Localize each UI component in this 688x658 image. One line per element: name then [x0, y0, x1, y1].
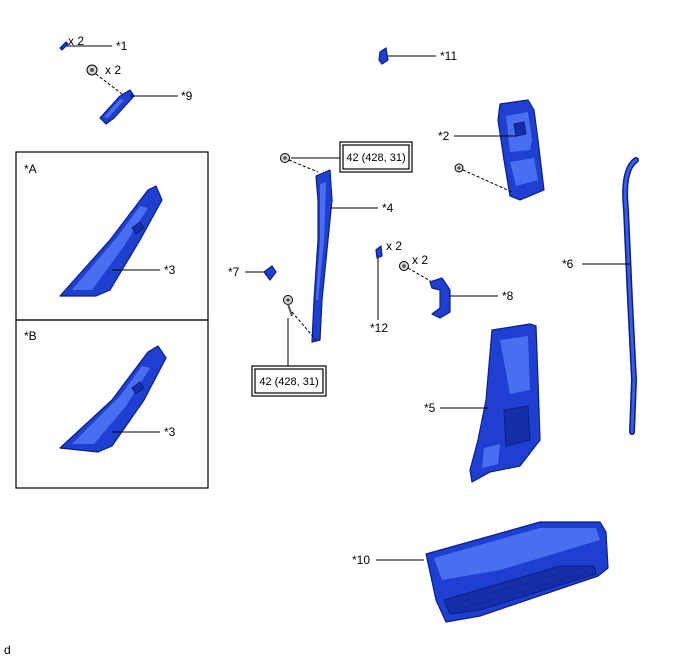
dash-9 — [95, 73, 123, 95]
torque-box-upper — [339, 141, 413, 173]
part-5-quarter-trim — [469, 323, 541, 483]
dash-4-upper — [288, 159, 319, 173]
part-6-long-molding — [622, 157, 639, 435]
screw-9 — [86, 64, 98, 76]
callout-8: *8 — [502, 289, 514, 303]
footer-code: d — [4, 643, 11, 657]
part-12-clip — [375, 245, 383, 259]
part-11-clip — [378, 47, 389, 65]
callout-4: *4 — [382, 201, 394, 215]
torque-value-lower: 42 (428, 31) — [259, 376, 318, 388]
part-8-assist-grip — [429, 277, 451, 319]
part-10-scuff-plate — [425, 521, 609, 623]
qty-12: x 2 — [386, 239, 402, 253]
screw-8 — [399, 261, 409, 271]
part-2-pillar-upper — [497, 99, 545, 201]
callout-2: *2 — [438, 129, 450, 143]
torque-box-lower — [251, 365, 327, 397]
part-4-pillar-lower — [311, 169, 333, 343]
qty-1: x 2 — [68, 34, 84, 48]
part-9-bracket — [99, 89, 135, 125]
part-3a-front-pillar — [59, 185, 163, 297]
variant-a-label: *A — [24, 162, 37, 176]
screw-2 — [454, 163, 464, 173]
qty-9: x 2 — [105, 63, 121, 77]
part-1-clip — [59, 41, 69, 51]
callout-7: *7 — [228, 265, 240, 279]
variant-b-label: *B — [24, 329, 37, 343]
dash-4-lower — [291, 311, 317, 341]
bolt-4-upper — [280, 153, 290, 163]
callout-5: *5 — [424, 401, 436, 415]
dash-8 — [407, 267, 433, 283]
callout-3a: *3 — [164, 263, 176, 277]
torque-value-upper: 42 (428, 31) — [346, 152, 405, 164]
qty-8: x 2 — [412, 253, 428, 267]
callout-11: *11 — [440, 49, 457, 63]
variant-a-frame — [15, 151, 209, 321]
callout-9: *9 — [181, 89, 193, 103]
callout-12: *12 — [370, 321, 388, 335]
callout-1: *1 — [116, 39, 128, 53]
variant-b-frame — [15, 319, 209, 489]
part-7-cap — [263, 265, 277, 281]
callout-6: *6 — [562, 257, 574, 271]
dash-2 — [462, 169, 513, 193]
callout-3b: *3 — [164, 425, 176, 439]
callout-10: *10 — [352, 553, 370, 567]
part-3b-front-pillar — [59, 345, 167, 453]
bolt-4-lower — [283, 295, 293, 317]
